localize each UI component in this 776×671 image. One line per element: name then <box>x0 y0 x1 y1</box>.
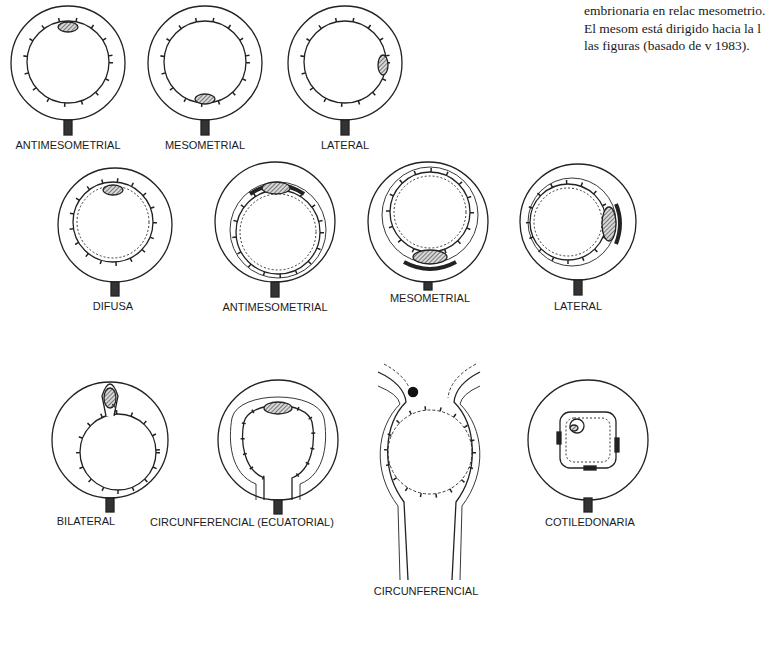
uterus-figure <box>52 382 168 512</box>
uterus-figure <box>218 380 338 514</box>
uterus-figure <box>215 162 335 297</box>
figure-label: DIFUSA <box>92 300 134 313</box>
figure-label: BILATERAL <box>56 515 117 528</box>
uterus-figure <box>148 6 262 135</box>
figure-label: COTILEDONARIA <box>544 516 636 529</box>
figure-label: ANTIMESOMETRIAL <box>221 301 328 314</box>
uterine-horn-figure <box>378 364 480 580</box>
figure-caption: embrionaria en relac mesometrio. El meso… <box>584 2 770 55</box>
figure-label: MESOMETRIAL <box>389 292 471 305</box>
figure-label: MESOMETRIAL <box>164 139 246 152</box>
figure-label: ANTIMESOMETRIAL <box>14 139 121 152</box>
uterus-figure <box>288 6 402 135</box>
figure-label: LATERAL <box>320 139 370 152</box>
figure-label: LATERAL <box>553 300 603 313</box>
uterus-figure <box>520 164 636 295</box>
uterus-figure <box>368 162 488 290</box>
figure-label: CIRCUNFERENCIAL <box>373 585 480 598</box>
uterus-figure <box>528 380 648 512</box>
uterus-figure <box>11 6 125 135</box>
uterus-figure <box>58 168 172 296</box>
figure-label: CIRCUNFERENCIAL (ECUATORIAL) <box>149 516 335 529</box>
